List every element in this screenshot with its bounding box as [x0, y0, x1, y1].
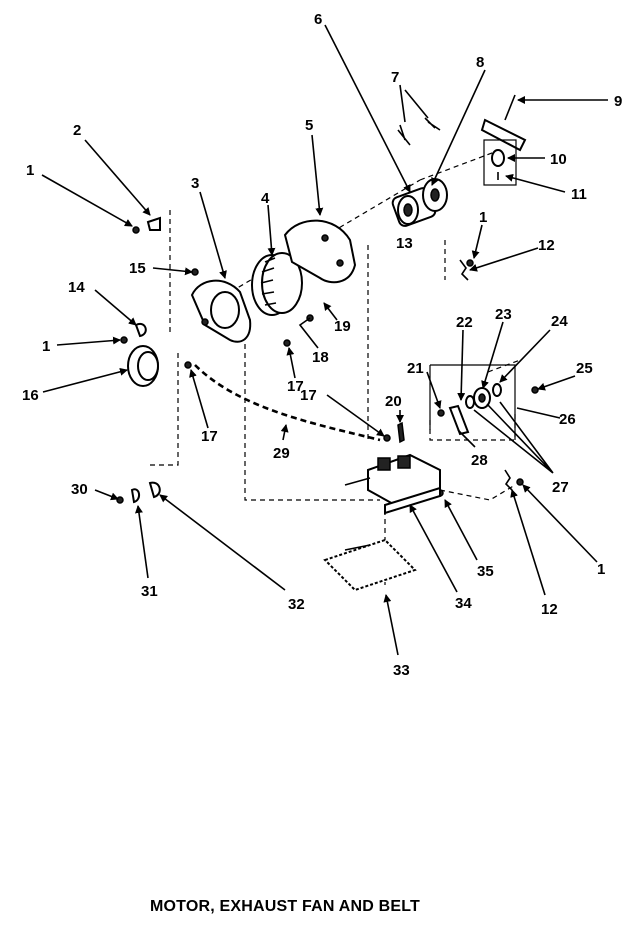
callout-7: 7: [391, 69, 399, 86]
clips: [130, 216, 161, 504]
callout-26: 26: [559, 411, 576, 428]
callout-2: 2: [73, 122, 81, 139]
callout-19: 19: [334, 318, 351, 335]
callout-25: 25: [576, 360, 593, 377]
callout-30: 30: [71, 481, 88, 498]
callout-29: 29: [273, 445, 290, 462]
callout-22: 22: [456, 314, 473, 331]
callout-17-mid: 17: [287, 378, 304, 395]
callout-1-bottom: 1: [597, 561, 605, 578]
pulley-hardware-box: [483, 139, 517, 186]
callout-9: 9: [614, 93, 622, 110]
callout-20: 20: [385, 393, 402, 410]
assembly-guide-lines: [150, 149, 521, 585]
callout-1-top: 1: [26, 162, 34, 179]
callout-8: 8: [476, 54, 484, 71]
callout-12-top: 12: [538, 237, 555, 254]
blower-seal-ring: [127, 345, 159, 387]
callout-6: 6: [314, 11, 322, 28]
callout-4: 4: [261, 190, 270, 207]
parts: [116, 94, 539, 592]
callout-10: 10: [550, 151, 567, 168]
base-plate: [323, 538, 417, 592]
callout-15: 15: [129, 260, 146, 277]
blower-housing-rear: [283, 219, 357, 284]
idler-assembly-box: [429, 364, 516, 440]
callout-1-left: 1: [42, 338, 50, 355]
callout-12-bottom: 12: [541, 601, 558, 618]
callout-1-motor: 1: [479, 209, 487, 226]
callout-14: 14: [68, 279, 85, 296]
callout-11: 11: [571, 186, 587, 203]
leader-lines: [41, 24, 608, 656]
motor-end-bracket: [422, 178, 448, 212]
screws: [116, 226, 539, 504]
callout-23: 23: [495, 306, 512, 323]
callout-33: 33: [393, 662, 410, 679]
motor-wires: [397, 117, 441, 146]
callout-32: 32: [288, 596, 305, 613]
callout-3: 3: [191, 175, 199, 192]
motor: [391, 187, 437, 227]
callout-16: 16: [22, 387, 39, 404]
blower-housing-front: [190, 279, 252, 343]
callout-27: 27: [552, 479, 569, 496]
callout-24: 24: [551, 313, 568, 330]
callout-17-right: 17: [300, 387, 317, 404]
diagram-caption: MOTOR, EXHAUST FAN AND BELT: [150, 898, 420, 915]
callout-34: 34: [455, 595, 472, 612]
callout-5: 5: [305, 117, 313, 134]
drive-pulley: [480, 94, 527, 152]
callout-17-left: 17: [201, 428, 218, 445]
motor-mount-bracket: [344, 453, 441, 515]
callout-18: 18: [312, 349, 329, 366]
callout-21: 21: [407, 360, 424, 377]
springs: [459, 259, 513, 491]
callout-13: 13: [396, 235, 413, 252]
idler-pin: [397, 421, 405, 444]
callout-31: 31: [141, 583, 158, 600]
callout-35: 35: [477, 563, 494, 580]
callout-28: 28: [471, 452, 488, 469]
callout-numbers: 1 2 3 4 5 6 7 8 9 10 11 1 12 13 14 15 1 …: [22, 11, 622, 679]
blower-wheel: [251, 252, 303, 316]
